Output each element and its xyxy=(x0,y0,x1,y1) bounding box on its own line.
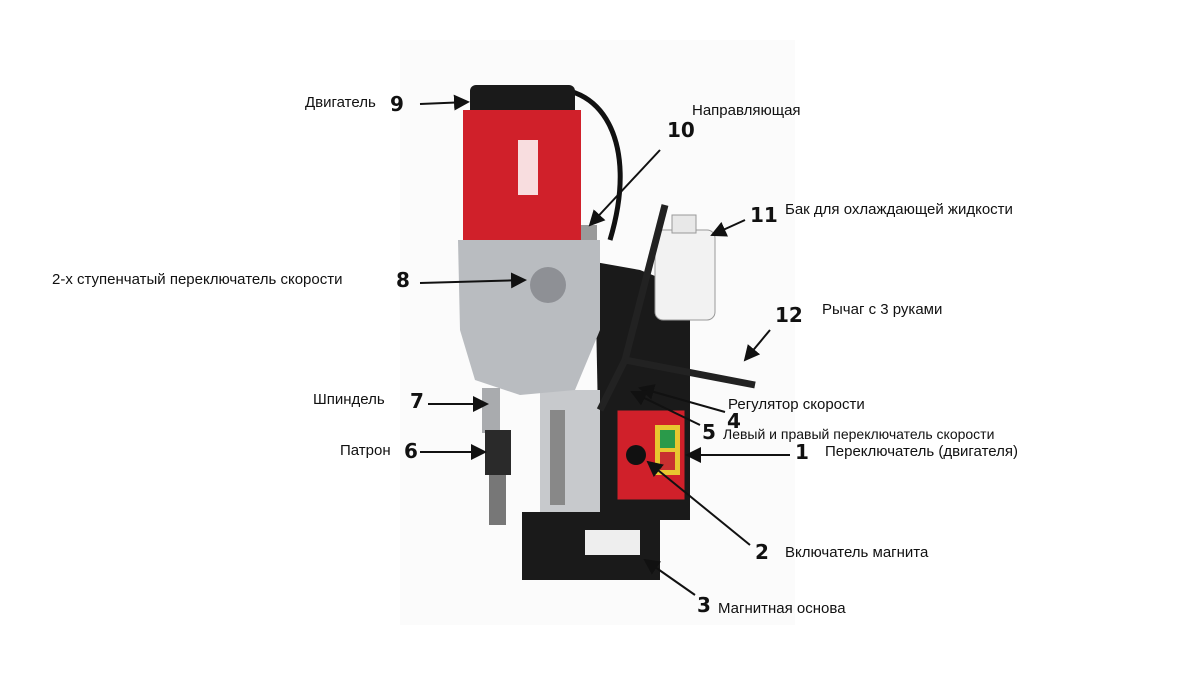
magnet-switch xyxy=(626,445,646,465)
number-5: 5 xyxy=(702,420,716,444)
label-guide: Направляющая xyxy=(692,102,801,119)
label-speed-selector: 2-х ступенчатый переключатель скорости xyxy=(52,271,343,288)
gearbox xyxy=(458,240,600,395)
switch-on xyxy=(660,430,675,448)
label-speed-regulator: Регулятор скорости xyxy=(728,396,865,413)
motor-logo xyxy=(518,140,538,195)
label-motor: Двигатель xyxy=(305,94,376,111)
number-10: 10 xyxy=(667,118,695,142)
chuck xyxy=(485,430,511,475)
number-12: 12 xyxy=(775,303,803,327)
number-1: 1 xyxy=(795,440,809,464)
number-8: 8 xyxy=(396,268,410,292)
number-4: 4 xyxy=(727,409,741,433)
switch-off xyxy=(660,452,675,470)
callout-arrows xyxy=(419,94,790,596)
number-7: 7 xyxy=(410,389,424,413)
number-9: 9 xyxy=(390,92,404,116)
number-6: 6 xyxy=(404,439,418,463)
label-coolant-tank: Бак для охлаждающей жидкости xyxy=(785,201,1013,218)
label-motor-switch: Переключатель (двигателя) xyxy=(825,443,1018,460)
base-label-plate xyxy=(585,530,640,555)
tank-cap xyxy=(671,214,697,234)
label-chuck: Патрон xyxy=(340,442,391,459)
column xyxy=(540,390,600,515)
column-slot xyxy=(550,410,565,505)
spindle xyxy=(482,388,500,433)
label-magnetic-base: Магнитная основа xyxy=(718,600,846,617)
number-11: 11 xyxy=(750,203,778,227)
lever-arm xyxy=(596,358,629,412)
label-lever: Рычаг с 3 руками xyxy=(822,301,943,318)
coolant-tank xyxy=(654,229,716,321)
lever-arm xyxy=(624,356,756,389)
label-spindle: Шпиндель xyxy=(313,391,385,408)
number-3: 3 xyxy=(697,593,711,617)
lever-arm xyxy=(621,204,669,361)
speed-selector-knob xyxy=(530,267,566,303)
label-direction-switch: Левый и правый переключатель скорости xyxy=(723,426,995,442)
tap xyxy=(489,475,506,525)
label-magnet-switch: Включатель магнита xyxy=(785,544,929,561)
number-2: 2 xyxy=(755,540,769,564)
